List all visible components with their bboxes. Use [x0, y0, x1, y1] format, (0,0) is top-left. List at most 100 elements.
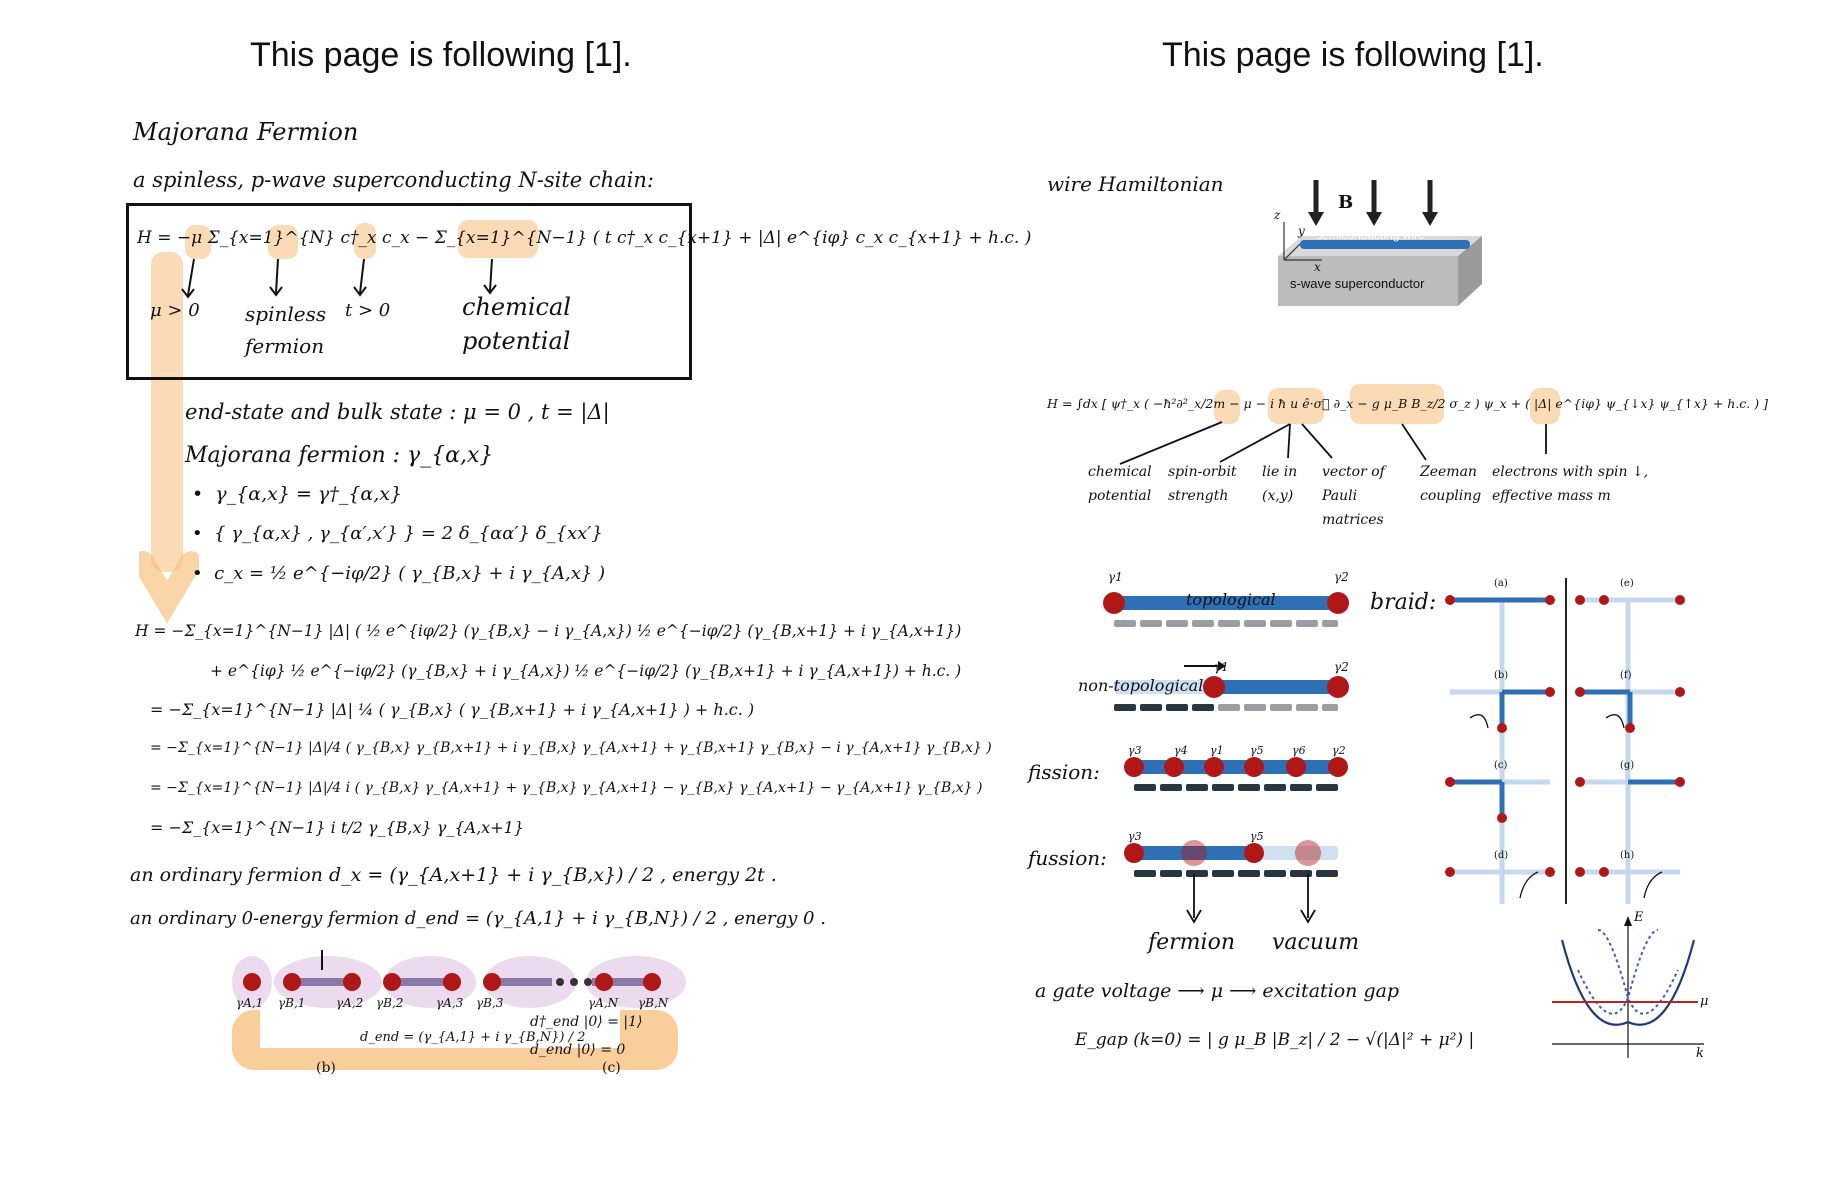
band-plot: E μ k	[1548, 910, 1709, 1061]
gamma2-row3: γ2	[1332, 744, 1346, 757]
braid-panel-b: (b)	[1494, 670, 1509, 681]
braid-panel-d: (d)	[1494, 850, 1509, 861]
field-b-label: B	[1338, 192, 1354, 213]
wire-hamiltonian-arrows	[1119, 421, 1547, 465]
chain-label-8: γB,N	[638, 996, 669, 1010]
braid-panel-e: (e)	[1620, 578, 1634, 589]
left-page-header: This page is following [1].	[250, 36, 632, 74]
dend-case-1: d†_end |0⟩ = |1⟩	[530, 1014, 643, 1030]
fermion-label: spinless fermion	[245, 302, 327, 358]
highlighter-arrow	[139, 252, 199, 624]
chem-label: chemical potential	[462, 293, 571, 355]
vacuum-label: vacuum	[1272, 930, 1360, 955]
zeeman-highlight	[1350, 384, 1444, 424]
derivation-line-6: = −Σ_{x=1}^{N−1} i t/2 γ_{B,x} γ_{A,x+1}	[150, 818, 524, 837]
gamma5-row4: γ5	[1250, 830, 1264, 843]
topological-label: topological	[1186, 590, 1276, 609]
gamma1-row3: γ1	[1210, 744, 1224, 757]
majorana-chain-figure: γA,1 γB,1 γA,2 γB,2 γA,3 γB,3 γA,N γB,N …	[230, 950, 690, 1080]
anno-spin-orbit: spin-orbit strength	[1168, 464, 1237, 504]
derivation-line-2: + e^{iφ} ½ e^{−iφ/2} (γ_{B,x} + i γ_{A,x…	[210, 662, 962, 680]
mu-highlight-right	[1214, 390, 1240, 424]
plot-k-label: k	[1696, 1046, 1704, 1061]
fermion-label-right: fermion	[1148, 930, 1235, 955]
fussion-label: fussion:	[1028, 846, 1107, 870]
zero-energy-line: an ordinary 0-energy fermion d_end = (γ_…	[130, 908, 826, 929]
gate-voltage-line: a gate voltage ⟶ μ ⟶ excitation gap	[1035, 980, 1400, 1002]
bullet-3: • c_x = ½ e^{−iφ/2} ( γ_{B,x} + i γ_{A,x…	[192, 563, 606, 584]
ordinary-fermion-line: an ordinary fermion d_x = (γ_{A,x+1} + i…	[130, 864, 777, 886]
chain-label-6: γB,3	[476, 996, 504, 1010]
wire-hamiltonian: H = ∫dx [ ψ†_x ( −ħ²∂²_x/2m − μ − i ħ u …	[1047, 396, 1768, 411]
plot-e-label: E	[1634, 910, 1644, 925]
axis-z-label: z	[1274, 208, 1281, 222]
anno-chemical: chemical potential	[1088, 464, 1152, 504]
gamma6-row3: γ6	[1292, 744, 1306, 757]
panel-c-label: (c)	[602, 1060, 621, 1076]
gamma1-row2: γ1	[1214, 660, 1229, 674]
gamma1-row1: γ1	[1108, 570, 1123, 584]
derivation-line-1: H = −Σ_{x=1}^{N−1} |Δ| ( ½ e^{iφ/2} (γ_{…	[135, 622, 962, 640]
gamma4-row3: γ4	[1174, 744, 1188, 757]
chain-label-5: γA,3	[436, 996, 464, 1010]
delta-highlight	[458, 220, 538, 258]
bullet-2-text: { γ_{α,x} , γ_{α′,x′} } = 2 δ_{αα′} δ_{x…	[214, 523, 603, 544]
fussion-arrows	[1186, 874, 1316, 924]
note-title: Majorana Fermion	[133, 118, 359, 146]
gamma2-row2: γ2	[1334, 660, 1349, 674]
plot-mu-label: μ	[1700, 994, 1709, 1009]
panel-b-label: (b)	[316, 1060, 336, 1076]
anno-lie-in: lie in (x,y)	[1262, 464, 1298, 504]
wire-device-figure: B z y x semiconducting wire s-wave super…	[1262, 176, 1492, 326]
anno-zeeman: Zeeman coupling	[1420, 464, 1482, 504]
cx-highlight	[268, 225, 298, 259]
chain-label-7: γA,N	[588, 996, 619, 1010]
gamma2-row1: γ2	[1334, 570, 1349, 584]
anno-electrons: electrons with spin ↓, effective mass m	[1492, 464, 1649, 504]
axis-x-label: x	[1314, 260, 1321, 274]
hamiltonian-arrows	[181, 258, 497, 299]
bullet-1-text: γ_{α,x} = γ†_{α,x}	[215, 483, 403, 505]
braid-panel-a: (a)	[1494, 578, 1508, 589]
bullet-1: • γ_{α,x} = γ†_{α,x}	[192, 483, 403, 505]
chain-subtitle: a spinless, p-wave superconducting N-sit…	[133, 168, 655, 192]
wires-figure: γ1 γ2 topological non-topological γ1 γ2 …	[1018, 570, 1358, 900]
wire-title: wire Hamiltonian	[1047, 172, 1224, 196]
braid-panel-h: (h)	[1620, 850, 1635, 861]
bullet-3-text: c_x = ½ e^{−iφ/2} ( γ_{B,x} + i γ_{A,x} …	[214, 563, 606, 584]
majorana-def: Majorana fermion : γ_{α,x}	[185, 443, 494, 468]
braid-figure: (a) (b) (c) (d) (e) (f) (g) (h)	[1440, 578, 1700, 908]
chain-label-1: γA,1	[236, 996, 264, 1010]
bullet-2: • { γ_{α,x} , γ_{α′,x′} } = 2 δ_{αα′} δ_…	[192, 523, 603, 544]
braid-label: braid:	[1370, 590, 1437, 615]
spin-orbit-highlight	[1268, 388, 1324, 424]
psi-highlight	[1530, 388, 1560, 424]
non-topological-label: non-topological	[1078, 676, 1204, 695]
chain-label-2: γB,1	[278, 996, 306, 1010]
gamma3-row3: γ3	[1128, 744, 1142, 757]
chain-label-3: γA,2	[336, 996, 364, 1010]
gamma3-row4: γ3	[1128, 830, 1142, 843]
derivation-line-4: = −Σ_{x=1}^{N−1} |Δ|/4 ( γ_{B,x} γ_{B,x+…	[150, 740, 992, 756]
fission-label: fission:	[1028, 760, 1100, 784]
mu-label: μ > 0	[150, 300, 200, 321]
dend-formula: d_end = (γ_{A,1} + i γ_{B,N}) / 2	[360, 1030, 586, 1045]
mu-highlight	[185, 225, 211, 259]
egap-formula: E_gap (k=0) = | g μ_B |B_z| / 2 − √(|Δ|²…	[1075, 1030, 1475, 1050]
hamiltonian-box	[126, 203, 692, 380]
derivation-line-5: = −Σ_{x=1}^{N−1} |Δ|/4 i ( γ_{B,x} γ_{A,…	[150, 780, 983, 796]
braid-panel-g: (g)	[1620, 760, 1635, 771]
braid-panel-f: (f)	[1620, 670, 1632, 681]
derivation-line-3: = −Σ_{x=1}^{N−1} |Δ| ¼ ( γ_{B,x} ( γ_{B,…	[150, 700, 755, 719]
gamma5-row3: γ5	[1250, 744, 1264, 757]
semiconducting-wire-label: semiconducting wire	[1316, 228, 1425, 242]
anno-pauli: vector of Pauli matrices	[1322, 464, 1385, 528]
t-highlight	[354, 223, 376, 259]
t-label: t > 0	[345, 300, 391, 321]
right-page-header: This page is following [1].	[1162, 36, 1544, 74]
chain-hamiltonian: H = −μ Σ_{x=1}^{N} c†_x c_x − Σ_{x=1}^{N…	[137, 228, 1032, 248]
axis-y-label: y	[1298, 224, 1305, 238]
braid-panel-c: (c)	[1494, 760, 1508, 771]
superconductor-label: s-wave superconductor	[1290, 276, 1425, 291]
end-state-line: end-state and bulk state : μ = 0 , t = |…	[185, 400, 610, 424]
